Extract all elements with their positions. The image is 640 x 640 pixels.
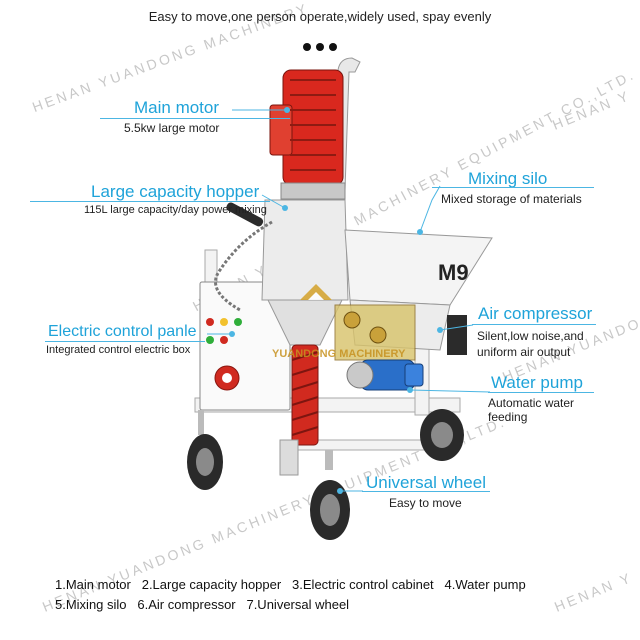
legend-item-7: 7.Universal wheel: [246, 597, 350, 612]
legend-item-2: 2.Large capacity hopper: [141, 577, 282, 592]
callout-main-motor-title: Main motor: [134, 98, 220, 117]
leader-air-compressor: [439, 324, 474, 331]
material-hose: [214, 220, 273, 312]
callout-air-compressor-title: Air compressor: [478, 304, 593, 323]
callout-air-compressor-rule: [472, 324, 596, 325]
callout-air-compressor-desc-1: Silent,low noise,and: [477, 329, 584, 343]
machine-model-label: M9: [438, 260, 469, 285]
legend-item-1: 1.Main motor: [55, 577, 131, 592]
callout-water-pump-desc-2: feeding: [488, 410, 528, 424]
legend-item-6: 6.Air compressor: [137, 597, 236, 612]
legend-item-5: 5.Mixing silo: [55, 597, 127, 612]
callout-water-pump-title: Water pump: [491, 373, 583, 392]
callout-mixing-silo-desc: Mixed storage of materials: [441, 192, 582, 206]
decorative-dots: [303, 38, 343, 51]
callout-air-compressor-desc-2: uniform air output: [477, 345, 571, 359]
svg-text:YUANDONG MACHINERY: YUANDONG MACHINERY: [272, 348, 406, 360]
callout-hopper-title: Large capacity hopper: [91, 182, 260, 201]
callout-mixing-silo-title: Mixing silo: [468, 169, 548, 188]
callout-hopper-rule: [30, 201, 270, 202]
callout-electric-control-desc: Integrated control electric box: [46, 344, 191, 356]
callout-main-motor-desc: 5.5kw large motor: [124, 121, 220, 135]
large-capacity-hopper: [261, 199, 349, 301]
mixing-silo: [344, 229, 493, 306]
callout-universal-wheel-title: Universal wheel: [366, 473, 486, 492]
leader-mixing-silo: [419, 185, 441, 233]
leader-hopper: [261, 194, 286, 209]
tagline: Easy to move,one person operate,widely u…: [148, 9, 492, 24]
callout-hopper-desc: 115L large capacity/day power mixing: [84, 204, 267, 216]
callout-mixing-silo-rule: [432, 187, 594, 188]
yuandong-logo: YUANDONG MACHINERY: [272, 284, 406, 360]
callout-electric-control-title: Electric control panle: [48, 323, 197, 340]
callout-electric-control-rule: [45, 341, 205, 342]
leader-water-pump: [409, 389, 491, 393]
callout-water-pump-rule: [488, 392, 594, 393]
mixing-lever: [226, 202, 264, 227]
legend-item-4: 4.Water pump: [444, 577, 526, 592]
callout-main-motor-rule: [100, 118, 290, 119]
legend-row-1: 1.Main motor 2.Large capacity hopper 3.E…: [55, 577, 526, 592]
legend-item-3: 3.Electric control cabinet: [292, 577, 434, 592]
legend-row-2: 5.Mixing silo 6.Air compressor 7.Univers…: [55, 597, 349, 612]
callout-universal-wheel-desc: Easy to move: [389, 496, 462, 510]
callout-universal-wheel-rule: [362, 491, 490, 492]
callout-water-pump-desc-1: Automatic water: [488, 396, 575, 410]
